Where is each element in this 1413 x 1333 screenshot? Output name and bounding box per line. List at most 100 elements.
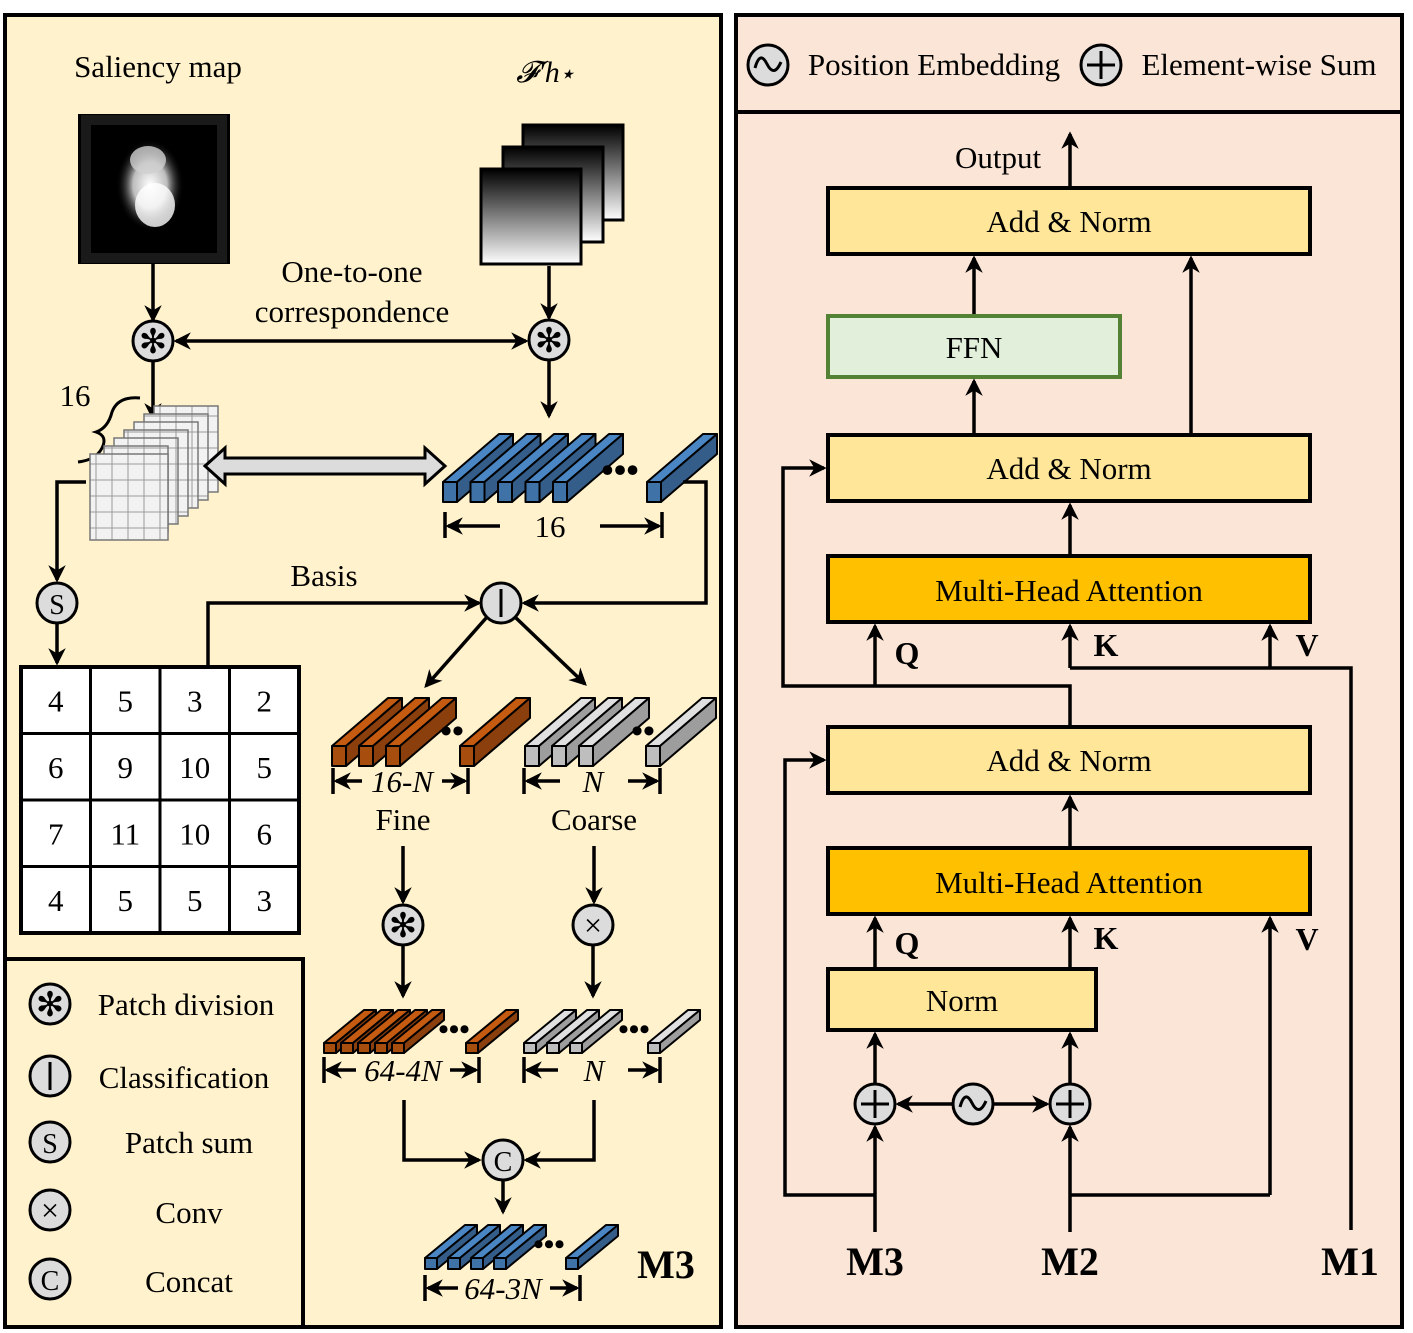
element-sum-icon-m3 — [853, 1082, 897, 1126]
conv-icon-coarse: × — [571, 903, 615, 947]
fine-token-sequence — [331, 697, 531, 767]
score-cell: 5 — [118, 883, 134, 918]
ffn-block: FFN — [946, 330, 1003, 365]
m3-output-label: M3 — [637, 1242, 695, 1287]
legend-label-0: Patch division — [98, 987, 275, 1022]
svg-text:×: × — [584, 907, 602, 943]
score-cell: 10 — [179, 816, 210, 851]
fine-token-bar-2 — [385, 697, 457, 767]
concat-token-bar-3 — [493, 1224, 547, 1270]
legend-asterisk-icon: ✻ — [28, 982, 72, 1026]
feature-map-stack — [479, 123, 625, 266]
concat-token-sequence — [424, 1224, 619, 1270]
v-label-top: V — [1295, 627, 1318, 663]
score-cell: 2 — [257, 683, 273, 718]
input-m1: M1 — [1321, 1239, 1379, 1284]
norm-block: Norm — [926, 983, 998, 1018]
output-label: Output — [955, 140, 1042, 175]
classification-icon — [479, 581, 523, 625]
score-cell: 10 — [179, 750, 210, 785]
element-sum-icon-m2 — [1048, 1082, 1092, 1126]
patch-sum-icon: S — [35, 581, 79, 625]
patch-division-icon-left: ✻ — [131, 319, 175, 363]
svg-text:•••: ••• — [618, 1013, 650, 1046]
score-cell: 6 — [48, 750, 64, 785]
svg-text:✻: ✻ — [36, 987, 65, 1024]
q-label-bottom: Q — [895, 925, 920, 961]
correspondence-line2: correspondence — [255, 294, 450, 329]
score-cell: 4 — [48, 683, 64, 718]
add-norm-bottom: Add & Norm — [986, 743, 1151, 778]
patch-stack — [89, 405, 219, 541]
fine-conv-token-bar-4 — [391, 1009, 445, 1054]
mha-top: Multi-Head Attention — [935, 573, 1203, 608]
score-cell: 3 — [257, 883, 273, 918]
coarse-conv-token-sequence — [523, 1009, 701, 1054]
score-cell: 9 — [118, 750, 134, 785]
patch-division-icon-fine: ✻ — [381, 903, 425, 947]
fine-conv-count-label: 64-4N — [364, 1053, 444, 1088]
correspondence-double-arrow — [202, 444, 448, 488]
coarse-token-sequence — [524, 697, 717, 767]
legend-label-4: Concat — [145, 1264, 233, 1299]
score-cell: 3 — [187, 683, 203, 718]
svg-text:✻: ✻ — [139, 324, 168, 361]
legend-cross-icon: × — [28, 1188, 72, 1232]
coarse-label: Coarse — [551, 802, 637, 837]
add-norm-top: Add & Norm — [986, 204, 1151, 239]
svg-text:×: × — [41, 1192, 59, 1228]
input-m3: M3 — [846, 1239, 904, 1284]
svg-text:••: •• — [440, 713, 464, 750]
k-label-bottom: K — [1094, 920, 1119, 956]
left-panel: Saliency map 𝓕′h⋆ One-to-one corresponde… — [3, 13, 723, 1329]
svg-text:S: S — [42, 1129, 58, 1160]
coarse-conv-token-bar-last — [647, 1009, 701, 1054]
score-cell: 5 — [257, 750, 273, 785]
q-label-top: Q — [895, 635, 920, 671]
v-label-bottom: V — [1295, 921, 1318, 957]
score-cell: 5 — [118, 683, 134, 718]
add-norm-mid: Add & Norm — [986, 451, 1151, 486]
legend-bar-icon — [28, 1054, 72, 1098]
position-embedding-icon — [746, 43, 790, 87]
patch-count-label: 16 — [60, 378, 91, 413]
basis-label: Basis — [290, 558, 357, 593]
coarse-count-label: N — [582, 764, 606, 799]
coarse-conv-token-bar-0 — [523, 1009, 577, 1054]
score-cell: 11 — [110, 816, 140, 851]
svg-text:•••: ••• — [533, 1228, 565, 1261]
element-sum-icon — [1079, 43, 1123, 87]
score-cell: 6 — [257, 816, 273, 851]
fine-label: Fine — [375, 802, 430, 837]
svg-text:••: •• — [631, 713, 655, 750]
mha-bottom: Multi-Head Attention — [935, 865, 1203, 900]
legend-label-1: Classification — [99, 1060, 270, 1095]
fine-token-bar-last — [459, 697, 531, 767]
svg-text:✻: ✻ — [389, 908, 418, 945]
legend-c-icon: C — [28, 1257, 72, 1301]
svg-text:✻: ✻ — [535, 323, 564, 360]
svg-text:S: S — [49, 590, 65, 621]
svg-text:C: C — [41, 1266, 60, 1297]
input-m2: M2 — [1041, 1239, 1099, 1284]
token-count-label: 16 — [535, 509, 566, 544]
score-cell: 7 — [48, 816, 64, 851]
saliency-map-image — [78, 114, 230, 264]
k-label-top: K — [1094, 627, 1119, 663]
legend-label-3: Conv — [155, 1195, 223, 1230]
coarse-conv-token-bar-1 — [546, 1009, 600, 1054]
fine-count-label: 16-N — [371, 764, 435, 799]
concat-token-bar-last — [565, 1224, 619, 1270]
feature-map-label: 𝓕′h⋆ — [516, 56, 575, 89]
coarse-token-bar-last — [645, 697, 717, 767]
correspondence-line1: One-to-one — [281, 254, 422, 289]
fine-conv-token-bar-last — [465, 1009, 519, 1054]
coarse-conv-count-label: N — [583, 1053, 607, 1088]
svg-text:C: C — [494, 1147, 513, 1178]
patch-division-icon-right: ✻ — [527, 318, 571, 362]
legend-label-2: Patch sum — [125, 1125, 253, 1160]
right-panel: Position Embedding Element-wise Sum Outp… — [734, 13, 1404, 1329]
element-sum-label: Element-wise Sum — [1141, 47, 1376, 82]
